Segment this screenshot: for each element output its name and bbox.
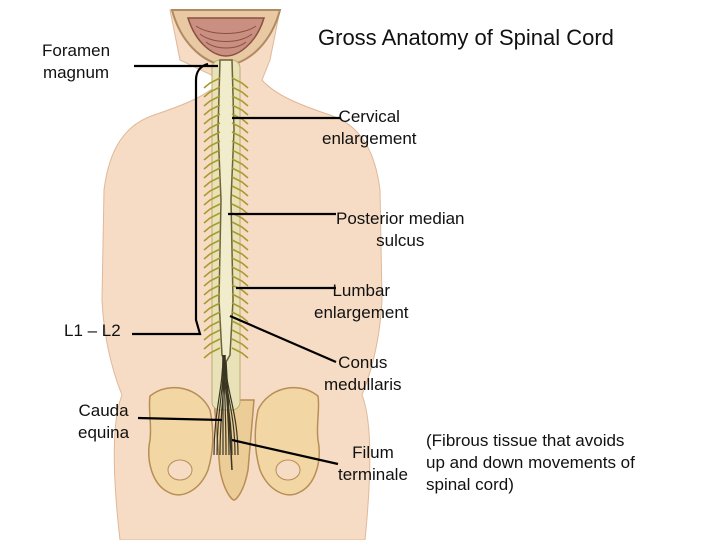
nerve-branch-right (231, 167, 249, 179)
nerve-branch-left (203, 194, 221, 206)
nerve-branch-left (203, 104, 221, 116)
nerve-branch-right (231, 95, 249, 107)
nerve-branch-left (203, 176, 221, 188)
nerve-branch-right (231, 122, 249, 134)
nerve-branch-right (231, 257, 249, 269)
nerve-branch-left (203, 140, 221, 152)
nerve-branch-left (203, 338, 221, 350)
nerve-branch-left (203, 257, 221, 269)
nerve-branch-left (203, 320, 221, 332)
nerve-branch-left (203, 149, 221, 161)
nerve-branch-right (231, 176, 249, 188)
nerve-branch-right (231, 203, 249, 215)
nerve-branch-left (203, 275, 221, 287)
sacrum (213, 399, 255, 501)
nerve-branch-right (231, 86, 249, 98)
leader-conus (229, 314, 337, 364)
nerve-branch-right (231, 239, 249, 251)
leader-cauda (137, 416, 223, 422)
nerve-branch-right (231, 221, 249, 233)
nerve-branch-left (203, 221, 221, 233)
nerve-branch-left (203, 203, 221, 215)
cauda-equina-fibers (213, 354, 239, 456)
nerve-branch-left (203, 248, 221, 260)
nerve-branch-right (231, 338, 249, 350)
label-posterior-median-sulcus: Posterior median sulcus (336, 209, 465, 250)
nerve-branch-right (231, 311, 249, 323)
spinal-nerves (203, 77, 249, 359)
nerve-branch-left (203, 167, 221, 179)
nerve-branch-left (203, 95, 221, 107)
nerve-branch-right (231, 77, 249, 89)
label-filum-terminale: Filum terminale (338, 443, 408, 484)
nerve-branch-right (231, 275, 249, 287)
nerve-branch-right (231, 158, 249, 170)
pelvis-left (148, 386, 214, 496)
nerve-branch-right (231, 266, 249, 278)
label-foramen-magnum: Foramen magnum (42, 41, 111, 82)
nerve-branch-right (231, 284, 249, 296)
cerebellum (186, 17, 266, 57)
nerve-branch-right (231, 185, 249, 197)
label-lumbar-enlargement: Lumbar enlargement (314, 281, 409, 322)
label-cauda-equina: Cauda equina (78, 401, 130, 442)
pelvis-right (254, 386, 320, 496)
nerve-branch-left (203, 266, 221, 278)
label-cervical-enlargement: Cervical enlargement (322, 107, 417, 148)
nerve-branch-right (231, 131, 249, 143)
nerve-branch-right (231, 230, 249, 242)
nerve-branch-right (231, 104, 249, 116)
nerve-branch-right (231, 320, 249, 332)
nerve-branch-left (203, 131, 221, 143)
nerve-branch-left (203, 347, 221, 359)
diagram-title: Gross Anatomy of Spinal Cord (318, 25, 614, 50)
nerve-branch-left (203, 158, 221, 170)
label-conus-medullaris: Conus medullaris (324, 353, 402, 394)
nerve-branch-right (231, 347, 249, 359)
nerve-branch-right (231, 329, 249, 341)
nerve-branch-left (203, 293, 221, 305)
nerve-branch-right (231, 194, 249, 206)
nerve-branch-right (231, 149, 249, 161)
nerve-branch-right (231, 293, 249, 305)
nerve-branch-left (203, 86, 221, 98)
nerve-branch-left (203, 122, 221, 134)
nerve-branch-right (231, 140, 249, 152)
nerve-branch-right (231, 248, 249, 260)
filum-terminale-fiber (225, 361, 233, 471)
leader-l1-l2 (132, 62, 209, 336)
nerve-branch-left (203, 329, 221, 341)
label-l1-l2: L1 – L2 (64, 321, 121, 340)
nerve-branch-left (203, 185, 221, 197)
nerve-branch-left (203, 284, 221, 296)
nerve-branch-right (231, 302, 249, 314)
nerve-branch-left (203, 77, 221, 89)
nerve-branch-left (203, 113, 221, 125)
nerve-branch-left (203, 239, 221, 251)
nerve-branch-left (203, 230, 221, 242)
nerve-branch-left (203, 311, 221, 323)
label-filum-note: (Fibrous tissue that avoids up and down … (426, 431, 635, 494)
nerve-branch-left (203, 302, 221, 314)
leader-filum (231, 438, 339, 466)
nerve-branch-left (203, 212, 221, 224)
